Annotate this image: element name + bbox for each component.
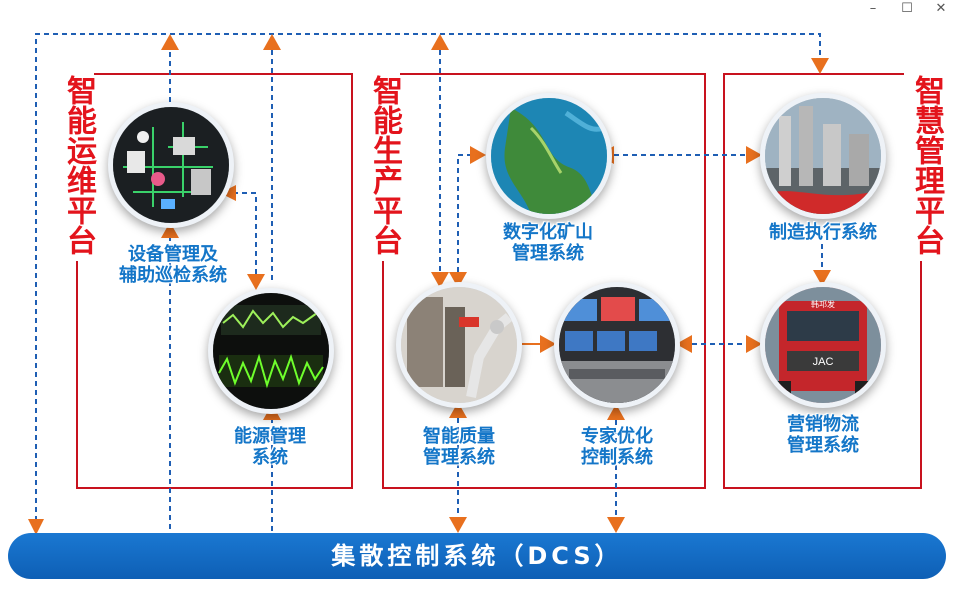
expert-system-label: 专家优化 控制系统	[554, 426, 680, 468]
quality-mine-line	[458, 155, 470, 272]
plant-schematic-icon	[113, 107, 229, 223]
control-room-icon	[559, 287, 675, 403]
energy-waveform-icon	[213, 293, 329, 409]
quality-label-line2: 管理系统	[396, 447, 522, 468]
truck-cab-text: JAC	[813, 356, 834, 368]
mes-system-label: 制造执行系统	[748, 222, 898, 243]
dcs-bar: 集散控制系统（DCS）	[8, 533, 946, 579]
arrow-down-icon	[607, 517, 625, 533]
arrow-up-icon	[263, 34, 281, 50]
logistics-system-image: JAC 韩邛发	[760, 282, 886, 408]
truck-icon: JAC 韩邛发	[765, 287, 881, 403]
logistics-label-line2: 管理系统	[760, 435, 886, 456]
logistics-system-label: 营销物流 管理系统	[760, 414, 886, 456]
equipment-label-line2: 辅助巡检系统	[98, 265, 248, 286]
arrow-up-icon	[161, 34, 179, 50]
truck-plate-text: 韩邛发	[811, 299, 835, 309]
mine-system-label: 数字化矿山 管理系统	[478, 222, 618, 264]
mine-label-line1: 数字化矿山	[478, 222, 618, 243]
mine-label-line2: 管理系统	[478, 243, 618, 264]
mes-label-line1: 制造执行系统	[748, 222, 898, 243]
energy-label-line1: 能源管理	[210, 426, 330, 447]
arrow-right-icon	[470, 146, 486, 164]
energy-system-label: 能源管理 系统	[210, 426, 330, 468]
arrow-up-icon	[431, 34, 449, 50]
quality-label-line1: 智能质量	[396, 426, 522, 447]
energy-system-image	[208, 288, 334, 414]
expert-system-image	[554, 282, 680, 408]
equipment-label-line1: 设备管理及	[98, 244, 248, 265]
expert-label-line1: 专家优化	[554, 426, 680, 447]
arrow-down-icon	[811, 58, 829, 74]
equipment-system-image	[108, 102, 234, 228]
arrow-down-icon	[449, 517, 467, 533]
expert-label-line2: 控制系统	[554, 447, 680, 468]
robot-arm-icon	[401, 287, 517, 403]
mine-system-image	[486, 93, 612, 219]
equipment-system-label: 设备管理及 辅助巡检系统	[98, 244, 248, 286]
quality-system-image	[396, 282, 522, 408]
factory-icon	[765, 98, 881, 214]
terrain-map-icon	[491, 98, 607, 214]
mes-system-image	[760, 93, 886, 219]
energy-label-line2: 系统	[210, 447, 330, 468]
logistics-label-line1: 营销物流	[760, 414, 886, 435]
quality-system-label: 智能质量 管理系统	[396, 426, 522, 468]
